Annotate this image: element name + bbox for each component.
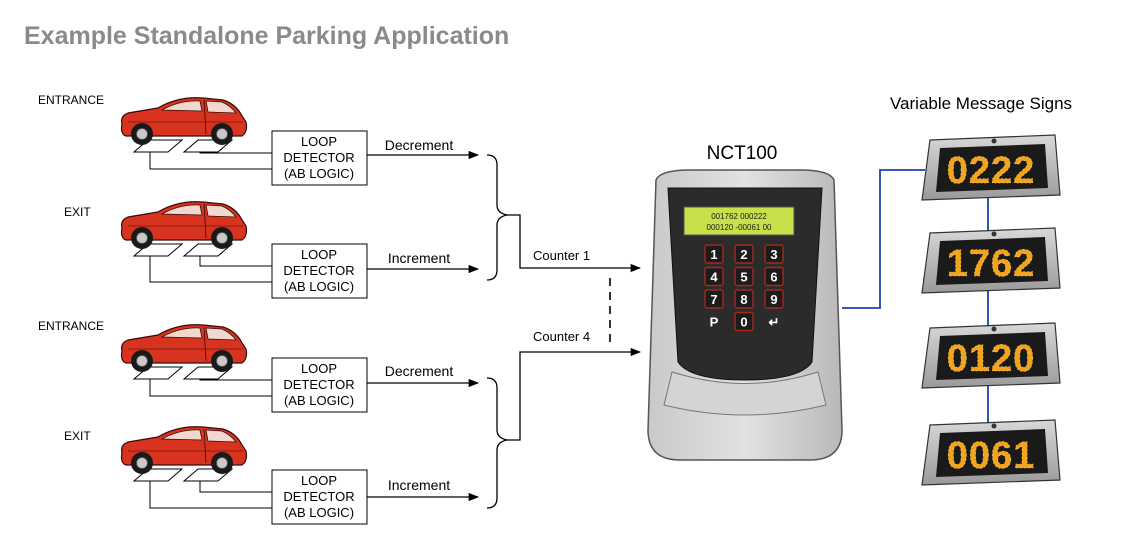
message-sign: 1762 — [921, 227, 1061, 294]
lcd-line-1: 001762 000222 — [711, 212, 767, 221]
keypad-key[interactable]: P — [710, 315, 719, 330]
svg-text:6: 6 — [770, 270, 777, 285]
lcd-line-2: 000120 -00061 00 — [707, 223, 773, 232]
counter-1-label: Counter 1 — [533, 248, 590, 263]
keypad-key[interactable]: 1 — [704, 244, 724, 264]
detector-label: LOOP — [301, 361, 337, 376]
loop-detector-box — [271, 130, 368, 186]
lane-direction-label: ENTRANCE — [38, 319, 104, 333]
lane-direction-label: EXIT — [64, 429, 91, 443]
svg-text:1: 1 — [710, 247, 717, 262]
svg-text:8: 8 — [740, 292, 747, 307]
nct100-device: 001762 000222 000120 -00061 00 1 2 3 4 5 6 7 8 9… — [647, 169, 843, 461]
car — [120, 97, 248, 145]
detector-label: (AB LOGIC) — [284, 279, 354, 294]
lane-direction-label: ENTRANCE — [38, 93, 104, 107]
detector-label: DETECTOR — [283, 377, 354, 392]
message-sign: 0061 — [921, 419, 1061, 486]
detector-label: DETECTOR — [283, 489, 354, 504]
keypad-key[interactable]: 5 — [734, 266, 754, 287]
svg-text:0: 0 — [740, 315, 747, 330]
keypad-key[interactable]: 4 — [704, 266, 724, 287]
sign-value: 0061 — [947, 435, 1036, 477]
car — [120, 324, 248, 372]
detector-label: LOOP — [301, 134, 337, 149]
lane-action-label: Decrement — [385, 137, 454, 153]
lane-action-label: Decrement — [385, 363, 454, 379]
lane-direction-label: EXIT — [64, 205, 91, 219]
counter-4-label: Counter 4 — [533, 329, 590, 344]
detector-label: DETECTOR — [283, 150, 354, 165]
svg-text:4: 4 — [710, 270, 718, 285]
keypad-key[interactable]: 2 — [734, 244, 754, 264]
keypad-key[interactable]: 8 — [734, 289, 754, 309]
keypad-key[interactable]: 7 — [704, 289, 724, 309]
svg-text:2: 2 — [740, 247, 747, 262]
brace-bottom — [486, 347, 642, 509]
svg-text:9: 9 — [770, 292, 777, 307]
keypad-key[interactable]: 0 — [734, 311, 754, 332]
car — [120, 426, 248, 474]
svg-text:3: 3 — [770, 247, 777, 262]
keypad-key[interactable]: 6 — [764, 266, 784, 287]
brace-top — [486, 154, 642, 281]
signs-heading: Variable Message Signs — [890, 94, 1072, 113]
message-sign: 0222 — [921, 134, 1061, 201]
signs-group: 0222 1762 0120 0061 — [921, 134, 1061, 486]
car — [120, 201, 248, 249]
lane-action-label: Increment — [388, 250, 450, 266]
detector-label: (AB LOGIC) — [284, 505, 354, 520]
lane-action-label: Increment — [388, 477, 450, 493]
lcd-screen — [683, 206, 795, 236]
detector-label: DETECTOR — [283, 263, 354, 278]
loop-detector-box — [271, 469, 368, 525]
loop-detector-box — [271, 243, 368, 299]
message-sign: 0120 — [921, 322, 1061, 389]
keypad-key[interactable]: 3 — [764, 244, 784, 264]
controller-name: NCT100 — [707, 143, 778, 164]
detector-label: (AB LOGIC) — [284, 166, 354, 181]
detector-label: (AB LOGIC) — [284, 393, 354, 408]
keypad: 1 2 3 4 5 6 7 8 9P 0 ↵ — [704, 244, 784, 332]
sign-value: 0222 — [947, 150, 1036, 192]
sign-value: 0120 — [947, 338, 1036, 380]
sign-wire — [842, 169, 925, 309]
svg-text:↵: ↵ — [769, 315, 780, 330]
svg-text:P: P — [710, 315, 719, 330]
loop-detector-box — [271, 357, 368, 413]
keypad-key[interactable]: ↵ — [769, 315, 780, 330]
svg-text:7: 7 — [710, 292, 717, 307]
detector-label: LOOP — [301, 473, 337, 488]
detector-label: LOOP — [301, 247, 337, 262]
keypad-key[interactable]: 9 — [764, 289, 784, 309]
svg-text:5: 5 — [740, 270, 747, 285]
page-title: Example Standalone Parking Application — [24, 22, 510, 50]
sign-value: 1762 — [947, 243, 1036, 285]
